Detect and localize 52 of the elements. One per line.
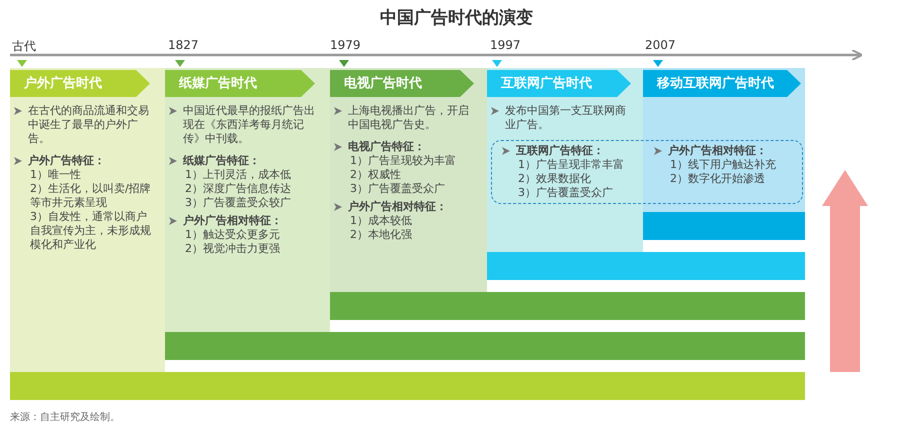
feature-item: 3）广告覆盖受众广: [349, 182, 446, 196]
feature-item: 2）视觉冲击力更强: [184, 242, 281, 256]
era-bar: [165, 332, 805, 360]
year-label: 古代: [12, 38, 36, 55]
feature-item: 3）广告覆盖受众广: [517, 186, 614, 200]
feature-item: 2）本地化强: [349, 228, 413, 242]
feature-heading: 户外广告相对特征：: [183, 214, 282, 228]
feature-item: 2）生活化，以叫卖/招牌等市井元素呈现: [29, 182, 152, 210]
year-label: 2007: [645, 38, 676, 52]
feature-item: 3）自发性，通常以商户自我宣传为主，未形成规模化和产业化: [29, 210, 152, 252]
era-bar: [643, 212, 805, 240]
bullet-text: 中国近代最早的报纸广告出现在《东西洋考每月统记传》中刊载。: [183, 104, 316, 146]
feature-item: 2）数字化开始渗透: [669, 172, 766, 186]
feature-item: 2）权威性: [349, 168, 402, 182]
era-panel: [10, 68, 165, 372]
era-panel: [487, 68, 643, 252]
year-label: 1997: [490, 38, 521, 52]
era-bar: [487, 252, 805, 280]
dashed-group-box: [491, 140, 803, 204]
feature-heading: 纸媒广告特征：: [183, 154, 260, 168]
feature-heading: 电视广告特征：: [348, 140, 425, 154]
feature-item: 1）触达受众更多元: [184, 228, 281, 242]
era-header: 户外广告时代: [10, 70, 150, 97]
era-bar: [330, 292, 805, 320]
diagram-title: 中国广告时代的演变: [379, 7, 534, 29]
feature-heading: 户外广告特征：: [28, 154, 105, 168]
bullet-text: 在古代的商品流通和交易中诞生了最早的户外广告。: [28, 104, 150, 146]
feature-item: 3）广告覆盖受众较广: [184, 196, 292, 210]
feature-item: 2）深度广告信息传达: [184, 182, 292, 196]
feature-heading: 户外广告相对特征：: [348, 200, 447, 214]
feature-item: 1）唯一性: [29, 168, 82, 182]
bullet-text: 发布中国第一支互联网商业广告。: [505, 104, 627, 132]
feature-item: 1）成本较低: [349, 214, 413, 228]
feature-item: 1）广告呈现较为丰富: [349, 154, 457, 168]
era-header: 互联网广告时代: [487, 70, 631, 97]
bullet-text: 上海电视播出广告，开启中国电视广告史。: [348, 104, 470, 132]
era-header: 移动互联网广告时代: [643, 70, 801, 97]
feature-item: 1）上刊灵活，成本低: [184, 168, 292, 182]
era-panel: [165, 68, 330, 332]
feature-heading: 户外广告相对特征：: [668, 144, 767, 158]
era-bar: [10, 372, 805, 400]
feature-item: 1）线下用户触达补充: [669, 158, 777, 172]
feature-item: 2）效果数据化: [517, 172, 592, 186]
era-header: 电视广告时代: [330, 70, 474, 97]
source-note: 来源：自主研究及绘制。: [10, 410, 120, 424]
year-label: 1979: [330, 38, 361, 52]
feature-item: 1）广告呈现非常丰富: [517, 158, 625, 172]
feature-heading: 互联网广告特征：: [516, 144, 604, 158]
era-panel: [643, 68, 805, 212]
year-label: 1827: [168, 38, 199, 52]
era-header: 纸媒广告时代: [165, 70, 315, 97]
era-panel: [330, 68, 487, 292]
